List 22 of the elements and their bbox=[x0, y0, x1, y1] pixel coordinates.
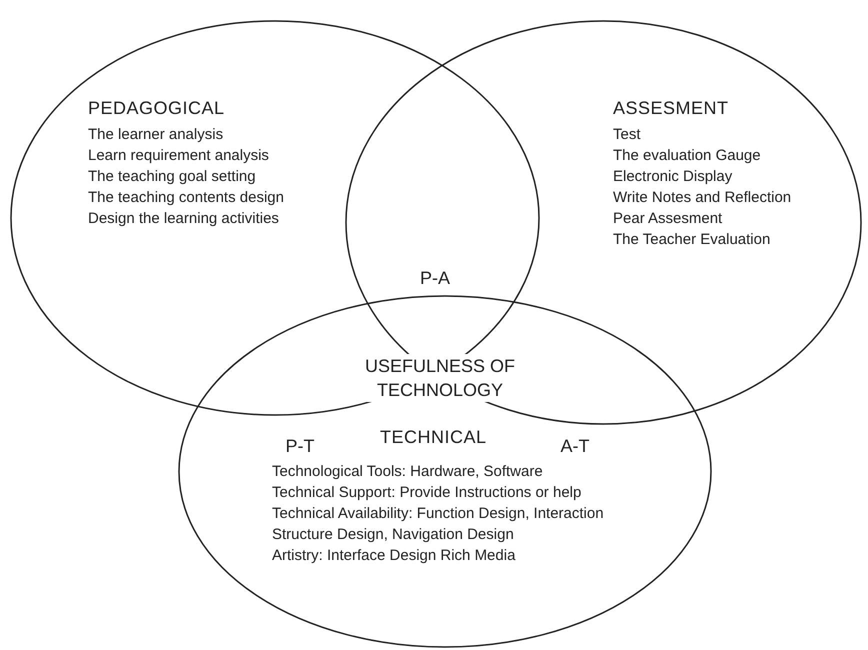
overlap-label: P-T bbox=[284, 435, 316, 458]
list-item: The evaluation Gauge bbox=[613, 146, 761, 166]
category-heading: PEDAGOGICAL bbox=[88, 98, 225, 119]
list-item: The teaching goal setting bbox=[88, 167, 256, 187]
category-heading: ASSESMENT bbox=[613, 98, 729, 119]
list-item: Test bbox=[613, 125, 641, 145]
list-item: Technical Availability: Function Design, Interaction bbox=[272, 504, 604, 524]
category-heading: TECHNICAL bbox=[380, 427, 487, 448]
list-item: Pear Assesment bbox=[613, 209, 722, 229]
list-item: Technical Support: Provide Instructions or help bbox=[272, 483, 582, 503]
list-item: The learner analysis bbox=[88, 125, 224, 145]
overlap-label: P-A bbox=[418, 267, 451, 290]
list-item: Technological Tools: Hardware, Software bbox=[272, 462, 543, 482]
list-item: Electronic Display bbox=[613, 167, 732, 187]
list-item: The Teacher Evaluation bbox=[613, 230, 770, 250]
list-item: Artistry: Interface Design Rich Media bbox=[272, 546, 516, 566]
list-item: Write Notes and Reflection bbox=[613, 188, 792, 208]
overlap-label: A-T bbox=[560, 435, 590, 458]
list-item: Design the learning activities bbox=[88, 209, 279, 229]
list-item: Learn requirement analysis bbox=[88, 146, 269, 166]
list-item: The teaching contents design bbox=[88, 188, 284, 208]
list-item: Structure Design, Navigation Design bbox=[272, 525, 514, 545]
